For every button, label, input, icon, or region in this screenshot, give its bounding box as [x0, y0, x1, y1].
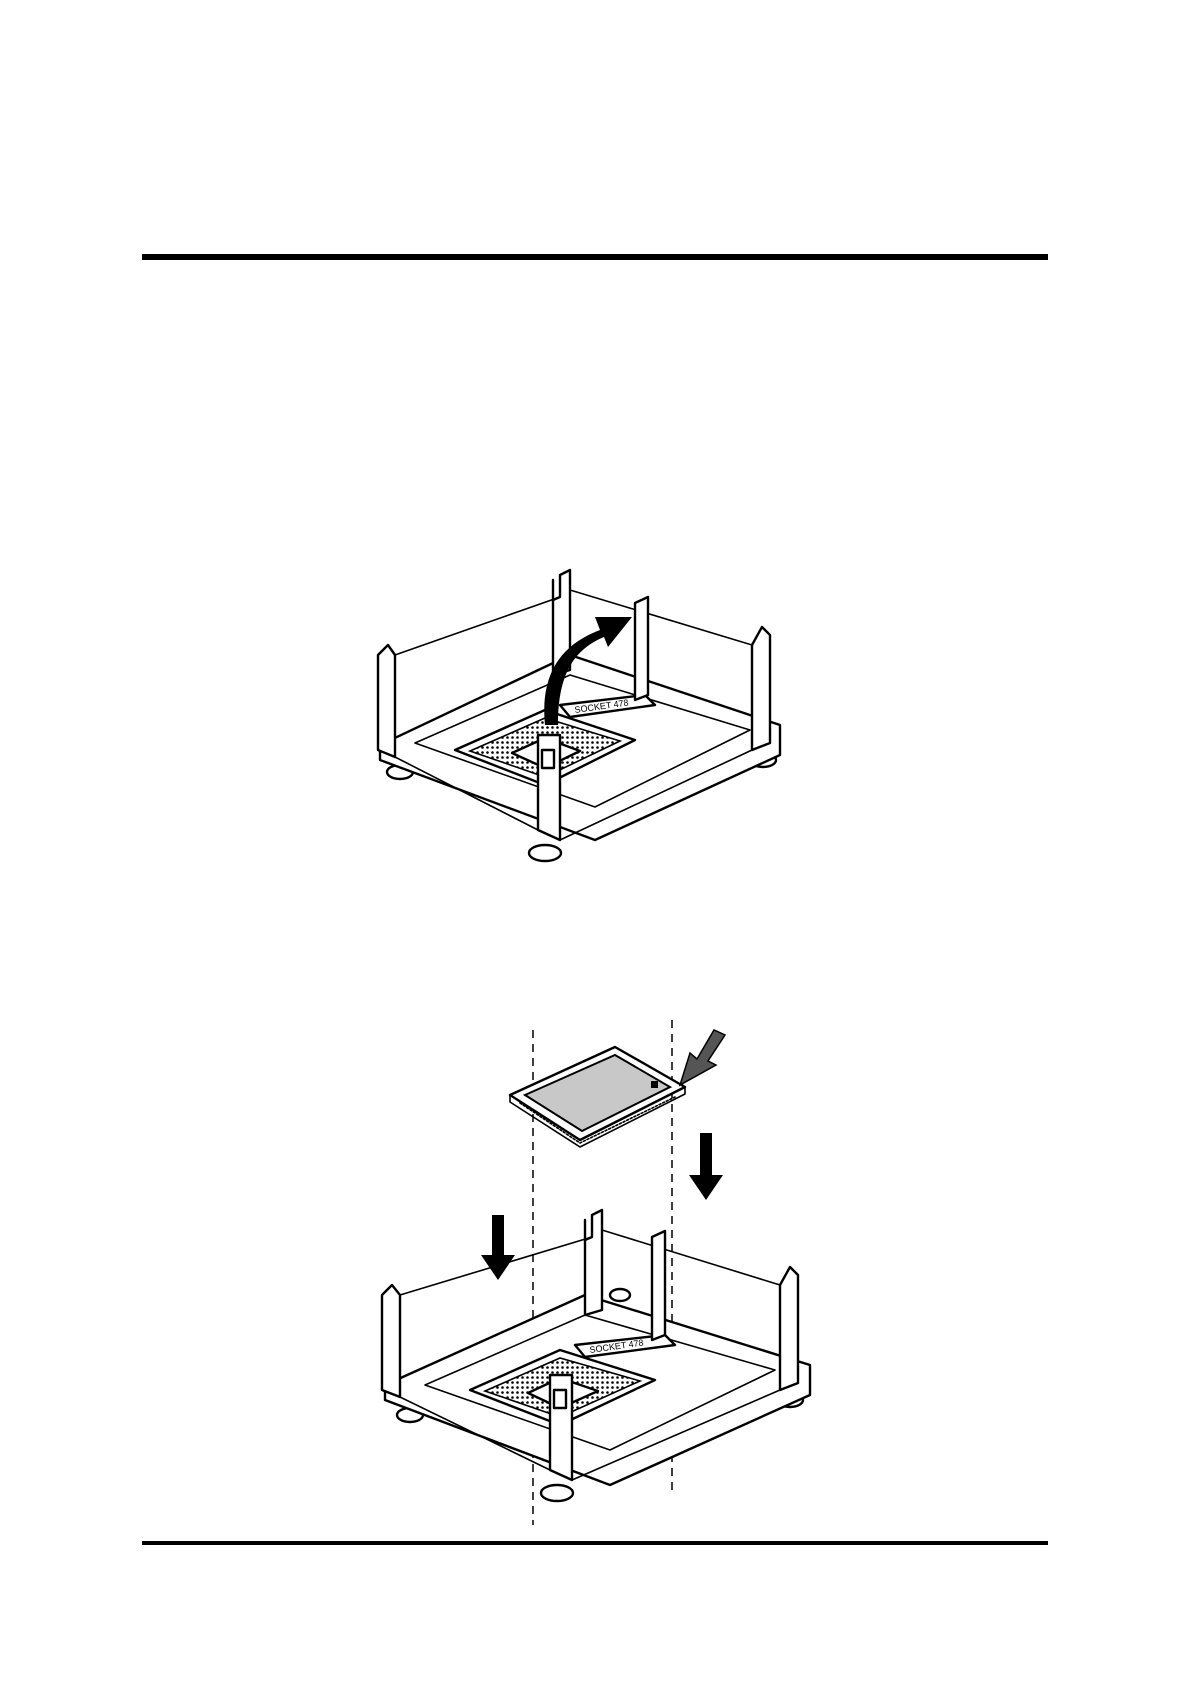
cpu-package [510, 1047, 685, 1147]
insert-arrow-left [481, 1215, 515, 1280]
socket-lever[interactable] [652, 1231, 665, 1340]
header-rule [142, 254, 1048, 260]
socket-illustration-closed: SOCKET 478 [382, 1210, 810, 1501]
footer-rule [142, 1541, 1048, 1545]
retention-post [378, 645, 395, 757]
socket-foot [529, 845, 561, 861]
socket-lever[interactable] [635, 597, 648, 700]
pin1-marker-arrow [680, 1030, 725, 1085]
pin1-marker [651, 1081, 658, 1088]
socket-illustration-open: SOCKET 478 [370, 575, 810, 875]
cpu-insertion-illustration: SOCKET 478 [370, 1015, 840, 1525]
latch [542, 750, 554, 768]
retention-post [752, 627, 770, 750]
insert-arrow-right [689, 1133, 723, 1200]
figure-lift-lever: SOCKET 478 [370, 575, 810, 875]
figure-insert-cpu: SOCKET 478 [370, 1015, 840, 1525]
